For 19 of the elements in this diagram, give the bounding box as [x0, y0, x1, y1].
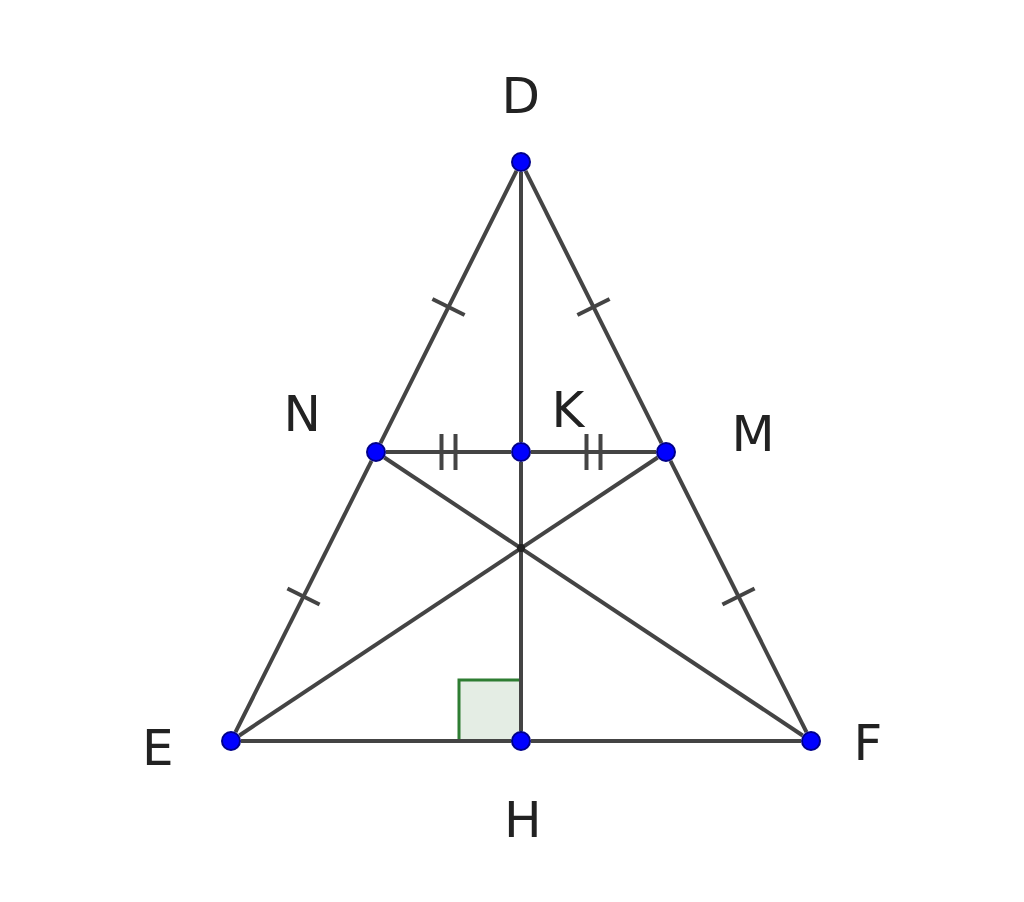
- point-label: K: [551, 385, 585, 435]
- line-segment: [241, 739, 511, 743]
- point-label: M: [731, 409, 775, 459]
- point-label: E: [142, 723, 174, 773]
- line-segment: [233, 460, 374, 733]
- line-segment: [519, 462, 523, 731]
- point-label: N: [283, 389, 321, 439]
- line-segment: [386, 450, 511, 454]
- line-segment: [378, 170, 519, 444]
- line-segment: [668, 460, 809, 733]
- line-segment: [531, 739, 801, 743]
- line-segment: [238, 455, 659, 738]
- line-segment: [531, 450, 656, 454]
- line-segment: [519, 172, 523, 442]
- point-label: H: [504, 795, 542, 845]
- point-label: D: [501, 71, 540, 121]
- line-segment: [523, 170, 664, 444]
- point-label: F: [853, 718, 883, 768]
- line-segment: [383, 455, 804, 738]
